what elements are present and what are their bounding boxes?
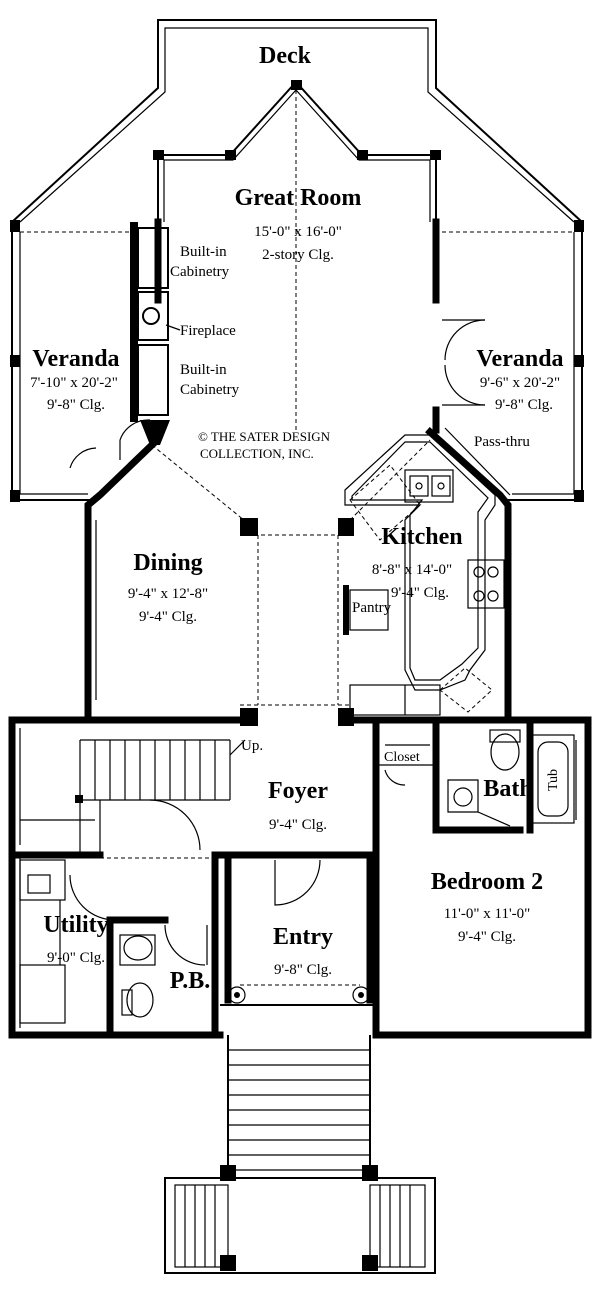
builtin-cabinetry-2-line2: Cabinetry: [180, 382, 240, 398]
veranda-left-size: 7'-10" x 20'-2": [30, 375, 118, 391]
bedroom2-ceiling: 9'-4" Clg.: [458, 929, 516, 945]
utility-pb-walls: [19, 851, 219, 1039]
kitchen-label: Kitchen: [381, 524, 462, 550]
entry-walls: [224, 856, 374, 1004]
bath-fixtures: [432, 721, 577, 834]
bedroom2-label: Bedroom 2: [431, 869, 543, 895]
stairs-up-label: Up.: [241, 738, 263, 754]
deck-label: Deck: [259, 43, 312, 69]
veranda-left-label: Veranda: [32, 346, 119, 372]
front-stairs: [164, 1004, 436, 1274]
dining-walls: [84, 439, 431, 726]
great-room-ceiling: 2-story Clg.: [262, 247, 334, 263]
bath-label: Bath: [483, 776, 532, 802]
kitchen-walls: [343, 427, 512, 724]
fireplace-label: Fireplace: [180, 323, 236, 339]
foyer-ceiling: 9'-4" Clg.: [269, 817, 327, 833]
tub-label: Tub: [546, 769, 561, 791]
great-room-label: Great Room: [235, 185, 362, 211]
dining-label: Dining: [133, 550, 202, 576]
utility-ceiling: 9'-0" Clg.: [47, 950, 105, 966]
copyright-line1: © THE SATER DESIGN: [198, 429, 331, 444]
closet-label: Closet: [384, 750, 420, 765]
dining-ceiling: 9'-4" Clg.: [139, 609, 197, 625]
veranda-right-size: 9'-6" x 20'-2": [480, 375, 560, 391]
builtin-cabinetry-1-line1: Built-in: [180, 244, 227, 260]
veranda-posts: [10, 220, 584, 502]
pass-thru-label: Pass-thru: [474, 434, 530, 450]
foyer-stairs: [20, 739, 246, 855]
powder-bath-label: P.B.: [170, 968, 210, 994]
copyright-line2: COLLECTION, INC.: [200, 446, 314, 461]
kitchen-size: 8'-8" x 14'-0": [372, 562, 452, 578]
utility-label: Utility: [43, 912, 108, 938]
kitchen-ceiling: 9'-4" Clg.: [391, 585, 449, 601]
veranda-left-ceiling: 9'-8" Clg.: [47, 397, 105, 413]
central-walls: [8, 716, 592, 1039]
builtin-cabinetry-1-line2: Cabinetry: [170, 264, 230, 280]
foyer-walls: [8, 721, 440, 1039]
great-room-size: 15'-0" x 16'-0": [254, 224, 342, 240]
fireplace-block: [130, 222, 181, 445]
foyer-label: Foyer: [268, 778, 328, 804]
entry-ceiling: 9'-8" Clg.: [274, 962, 332, 978]
room-labels: Deck Great Room 15'-0" x 16'-0" 2-story …: [30, 43, 563, 994]
veranda-right-ceiling: 9'-8" Clg.: [495, 397, 553, 413]
dining-size: 9'-4" x 12'-8": [128, 586, 208, 602]
builtin-cabinetry-2-line1: Built-in: [180, 362, 227, 378]
veranda-right-label: Veranda: [476, 346, 563, 372]
pantry-label: Pantry: [352, 600, 392, 616]
entry-label: Entry: [273, 924, 333, 950]
veranda-door-right: [442, 319, 511, 496]
veranda-door-left: [69, 419, 151, 469]
bedroom2-size: 11'-0" x 11'-0": [444, 906, 531, 922]
